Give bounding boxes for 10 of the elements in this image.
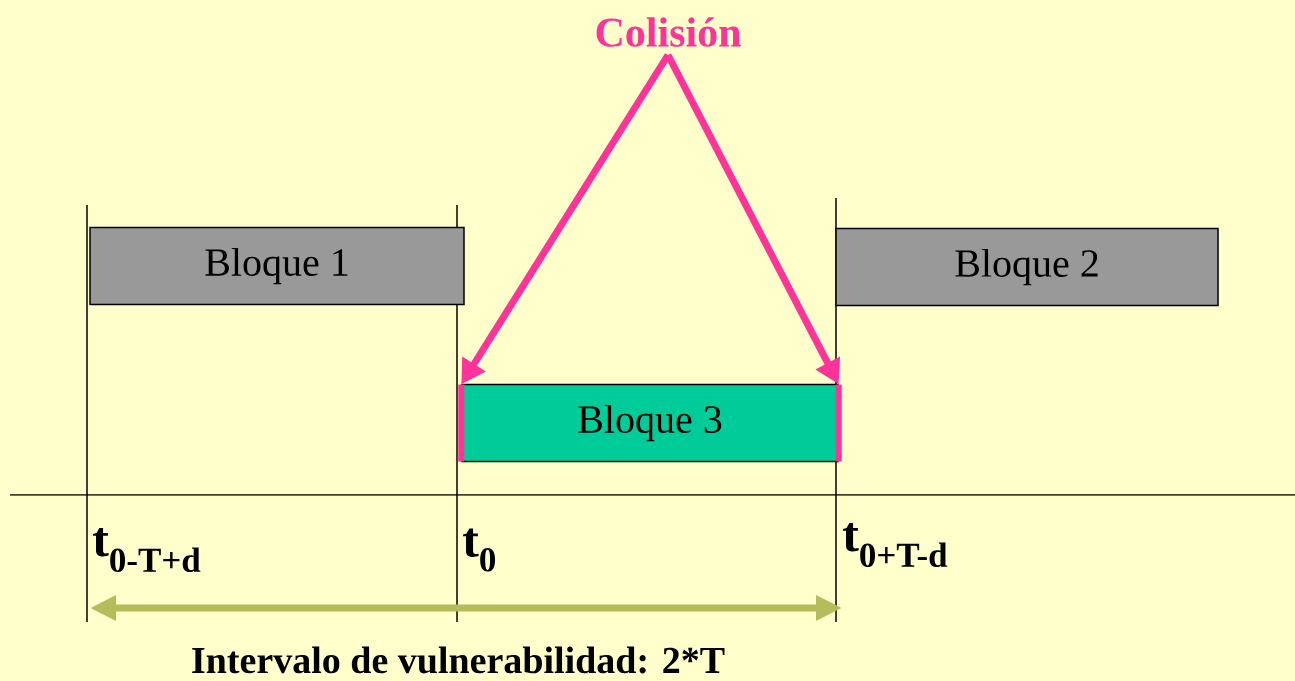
- time-label: t$_{0}$: [463, 528, 496, 572]
- time-label: t$_{0-T+d}$: [93, 527, 201, 573]
- interval-label: Intervalo de vulnerabilidad: 2*T: [192, 646, 725, 674]
- block-box: Bloque 3: [461, 383, 839, 463]
- collision-label: Colisión: [596, 17, 741, 47]
- collision-mark: [835, 384, 842, 462]
- block-box: Bloque 1: [89, 226, 465, 306]
- collision-mark: [458, 384, 465, 462]
- block-box: Bloque 2: [835, 227, 1219, 307]
- time-label: t$_{0+T-d}$: [843, 522, 948, 568]
